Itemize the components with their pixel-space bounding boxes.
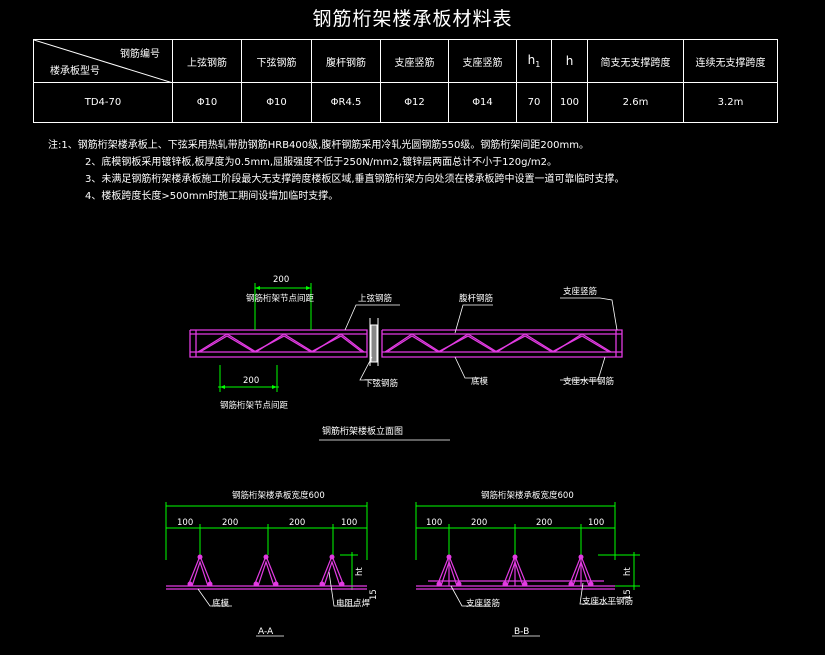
material-table: 钢筋编号 楼承板型号 上弦钢筋 下弦钢筋 腹杆钢筋 支座竖筋 支座竖筋 h1 h…	[33, 39, 778, 123]
elevation-dim-bottom: 200	[243, 376, 259, 386]
truss-elevation: 200 200 钢筋桁架节点间距 钢筋桁架节点间距 上弦钢筋 腹杆钢筋 支座竖筋…	[189, 275, 623, 441]
section-a-dim-2: 200	[222, 518, 238, 528]
corner-bottom-label: 楼承板型号	[50, 66, 100, 77]
elevation-caption: 钢筋桁架楼板立面图	[322, 425, 403, 437]
cell-bottom-chord: Φ10	[241, 82, 312, 123]
section-b-dim-1: 100	[426, 518, 442, 528]
label-bottom-chord: 下弦钢筋	[364, 378, 398, 389]
section-a-h-label: ht	[355, 567, 365, 576]
header-h1: h1	[516, 39, 552, 83]
section-b-dim-4: 100	[588, 518, 604, 528]
section-b-support-vertical-label: 支座竖筋	[466, 598, 500, 609]
cell-support-vertical-1: Φ12	[380, 82, 449, 123]
section-b-support-horizontal-label: 支座水平钢筋	[582, 596, 633, 607]
section-a-width-label: 钢筋桁架楼承板宽度600	[232, 490, 325, 501]
label-support-horizontal: 支座水平钢筋	[563, 376, 614, 387]
section-b-b: 钢筋桁架楼承板宽度600 100 200 200 100 ht 15	[415, 490, 640, 637]
section-b-dim-3: 200	[536, 518, 552, 528]
header-bottom-chord: 下弦钢筋	[241, 39, 312, 83]
web-zigzag-right	[384, 333, 612, 353]
elevation-left-frame	[189, 329, 368, 358]
label-deck: 底模	[471, 376, 489, 387]
section-a-a: 钢筋桁架楼承板宽度600 100 200 200 100 ht 15	[165, 490, 379, 637]
note-3: 3、未满足钢筋桁架楼承板施工阶段最大无支撑跨度楼板区域,垂直钢筋桁架方向处须在楼…	[85, 174, 625, 185]
header-top-chord: 上弦钢筋	[172, 39, 242, 83]
node-spacing-label-bottom: 钢筋桁架节点间距	[220, 400, 289, 411]
corner-top-label: 钢筋编号	[120, 49, 160, 60]
node-spacing-label-top: 钢筋桁架节点间距	[246, 293, 315, 304]
section-a-dim-4: 100	[341, 518, 357, 528]
note-4: 4、楼板跨度长度>500mm时施工期间设增加临时支撑。	[85, 191, 339, 202]
cell-web: ΦR4.5	[311, 82, 381, 123]
label-support-vertical: 支座竖筋	[563, 286, 597, 297]
section-a-weld-label: 电阻点焊	[336, 598, 371, 609]
label-web: 腹杆钢筋	[459, 293, 493, 304]
cell-support-vertical-2: Φ14	[448, 82, 517, 123]
header-support-vertical-2: 支座竖筋	[448, 39, 517, 83]
elevation-dim-top: 200	[273, 275, 289, 285]
note-2: 2、底模钢板采用镀锌板,板厚度为0.5mm,屈服强度不低于250N/mm2,镀锌…	[85, 157, 557, 168]
header-continuous-span: 连续无支撑跨度	[683, 39, 778, 83]
section-b-h-label: ht	[623, 567, 633, 576]
section-a-dim-1: 100	[177, 518, 193, 528]
cell-top-chord: Φ10	[172, 82, 242, 123]
cell-h1: 70	[516, 82, 552, 123]
section-b-dim-2: 200	[471, 518, 487, 528]
header-support-vertical-1: 支座竖筋	[380, 39, 449, 83]
label-top-chord: 上弦钢筋	[358, 293, 392, 304]
cell-continuous-span: 3.2m	[683, 82, 778, 123]
section-a-deck-label: 底模	[212, 598, 230, 609]
header-simple-span: 简支无支撑跨度	[587, 39, 684, 83]
section-b-width-label: 钢筋桁架楼承板宽度600	[481, 490, 574, 501]
section-b-caption: B-B	[514, 627, 529, 637]
page-title: 钢筋桁架楼承板材料表	[312, 8, 513, 30]
web-zigzag-left	[197, 333, 365, 353]
section-a-caption: A-A	[258, 627, 274, 637]
cell-simple-span: 2.6m	[587, 82, 684, 123]
section-b-side-dim: 15	[623, 589, 633, 600]
section-a-dim-3: 200	[289, 518, 305, 528]
notes-block: 注:1、钢筋桁架楼承板上、下弦采用热轧带肋钢筋HRB400级,腹杆钢筋采用冷轧光…	[48, 137, 625, 205]
section-a-side-dim: 15	[369, 589, 379, 600]
note-1: 注:1、钢筋桁架楼承板上、下弦采用热轧带肋钢筋HRB400级,腹杆钢筋采用冷轧光…	[48, 140, 589, 151]
elevation-right-frame	[381, 329, 623, 358]
table-corner-cell: 钢筋编号 楼承板型号	[33, 39, 173, 83]
corner-diagonal	[34, 40, 173, 83]
